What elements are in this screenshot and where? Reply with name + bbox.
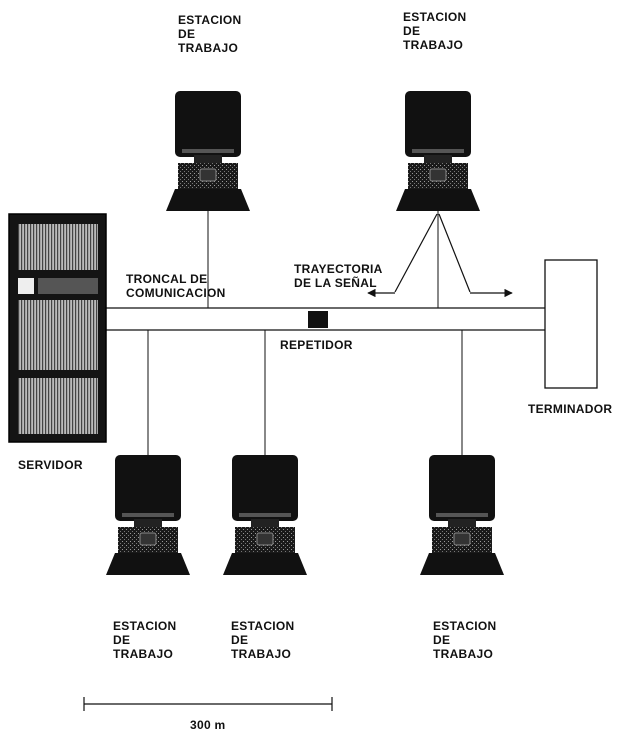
workstation-icon-bottom-1 — [106, 455, 190, 575]
scale-label: 300 m — [190, 718, 226, 732]
server-label: SERVIDOR — [18, 458, 83, 472]
signal-path-label: TRAYECTORIA DE LA SEÑAL — [294, 262, 383, 290]
workstation-label-bottom-1: ESTACION DE TRABAJO — [113, 619, 177, 661]
workstation-label-top-right: ESTACION DE TRABAJO — [403, 10, 467, 52]
server-rack-icon — [9, 214, 106, 442]
repeater-label: REPETIDOR — [280, 338, 353, 352]
workstation-label-top-left: ESTACION DE TRABAJO — [178, 13, 242, 55]
repeater-icon — [308, 311, 328, 328]
workstation-icon-top-left — [166, 91, 250, 211]
terminator-label: TERMINADOR — [528, 402, 612, 416]
workstation-icon-bottom-2 — [223, 455, 307, 575]
signal-arrow-left — [395, 214, 437, 292]
workstation-label-bottom-3: ESTACION DE TRABAJO — [433, 619, 497, 661]
scale-bar — [84, 697, 332, 711]
workstation-label-bottom-2: ESTACION DE TRABAJO — [231, 619, 295, 661]
signal-arrow-right — [439, 214, 470, 292]
terminator-icon — [545, 260, 597, 388]
workstation-icon-bottom-3 — [420, 455, 504, 575]
workstation-icon-top-right — [396, 91, 480, 211]
backbone-label: TRONCAL DE COMUNICACION — [126, 272, 226, 300]
